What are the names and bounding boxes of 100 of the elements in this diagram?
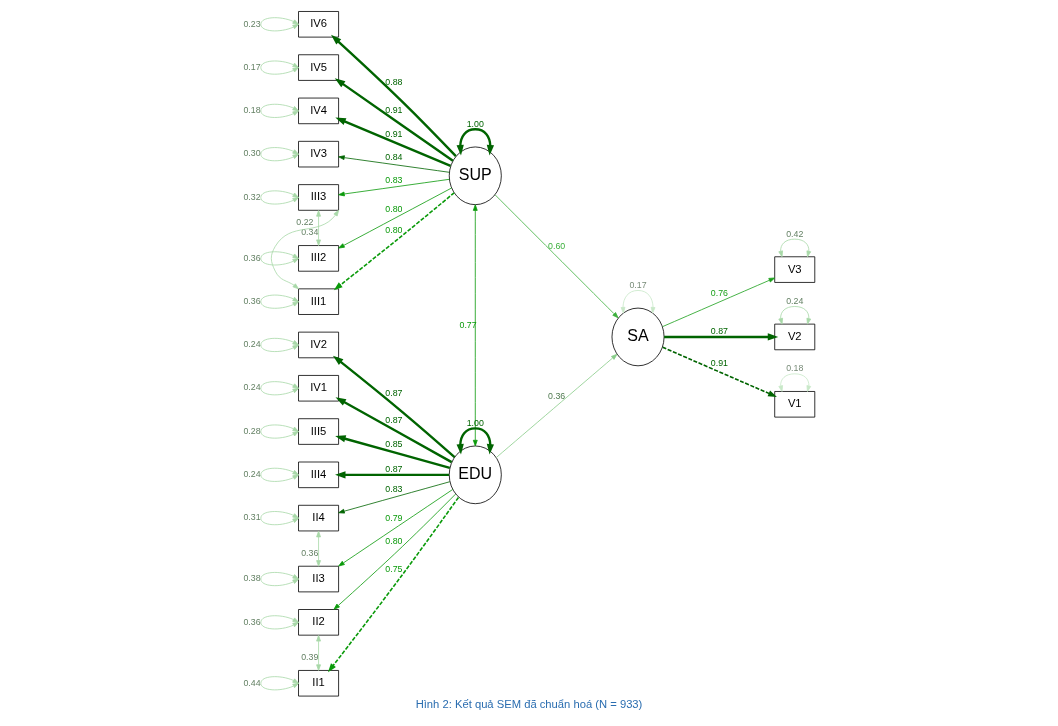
edge-label: 0.18 xyxy=(243,105,261,116)
edge-label: 0.83 xyxy=(385,484,403,495)
node-box: V3 xyxy=(774,256,816,283)
edge-label: 0.75 xyxy=(385,563,403,574)
arrow xyxy=(331,34,457,157)
edge-label: 0.80 xyxy=(385,203,403,214)
arrow xyxy=(620,290,656,314)
edge-label: 0.36 xyxy=(548,390,566,401)
arrow xyxy=(338,481,451,514)
arrow xyxy=(494,194,619,319)
edge-label: 0.77 xyxy=(459,319,477,330)
node-box: II4 xyxy=(298,504,339,532)
arrow xyxy=(332,355,456,458)
node-box: III4 xyxy=(298,461,339,489)
arrow xyxy=(778,373,812,392)
edge-label: 0.36 xyxy=(243,616,261,627)
edge-label: 0.44 xyxy=(243,677,261,688)
edge-label: 0.76 xyxy=(710,287,728,298)
arrow xyxy=(335,117,452,167)
arrow xyxy=(335,435,451,470)
arrow xyxy=(335,397,453,464)
arrow xyxy=(334,78,454,162)
edge-label: 0.79 xyxy=(385,513,403,524)
edge-label: 0.36 xyxy=(301,548,319,559)
edge-label: 0.24 xyxy=(243,339,261,350)
edge-label: 0.34 xyxy=(301,227,319,238)
arrow xyxy=(335,471,449,479)
edge-label: 0.39 xyxy=(301,652,319,663)
edge-label: 0.38 xyxy=(243,573,261,584)
arrow xyxy=(338,187,453,249)
edge-label: 0.24 xyxy=(243,382,261,393)
edge-label: 0.36 xyxy=(243,295,261,306)
node-box: II2 xyxy=(298,609,339,636)
edge-label: 0.83 xyxy=(385,174,403,185)
node-box: IV6 xyxy=(298,11,339,38)
edge-label: 0.80 xyxy=(385,535,403,546)
node-box: II3 xyxy=(298,565,339,593)
arrow xyxy=(260,424,299,439)
edge-label: 0.36 xyxy=(243,252,261,263)
edge-label: 0.24 xyxy=(243,469,261,480)
edge-label: 0.80 xyxy=(385,224,403,235)
arrow xyxy=(260,17,299,32)
edge-label: 0.17 xyxy=(243,61,261,72)
edge-label: 0.60 xyxy=(548,240,566,251)
arrow xyxy=(260,147,299,162)
arrow xyxy=(496,353,618,458)
arrow xyxy=(260,294,299,309)
arrow xyxy=(270,209,339,290)
arrow xyxy=(316,530,321,567)
arrow xyxy=(778,238,812,258)
edge-label: 0.24 xyxy=(786,295,804,306)
arrow xyxy=(661,346,777,397)
arrow xyxy=(260,511,299,526)
edge-label: 0.84 xyxy=(385,152,403,163)
edge-label: 0.91 xyxy=(385,105,403,116)
edge-label: 0.30 xyxy=(243,148,261,159)
arrow xyxy=(260,381,299,396)
arrow xyxy=(260,615,299,630)
arrow xyxy=(338,178,450,197)
arrow xyxy=(260,251,299,266)
edge-label: 0.18 xyxy=(786,363,804,374)
edge-label: 0.17 xyxy=(629,279,647,290)
arrow xyxy=(338,489,454,567)
arrow xyxy=(338,155,450,173)
node-box: III2 xyxy=(298,245,339,272)
node-box: V1 xyxy=(774,391,816,418)
edge-label: 0.87 xyxy=(385,388,403,399)
arrow xyxy=(333,493,456,610)
arrow xyxy=(456,427,495,455)
arrow xyxy=(472,204,478,447)
node-box: V2 xyxy=(774,323,816,351)
arrow xyxy=(260,190,299,205)
caption: Hình 2: Kết quả SEM đã chuẩn hoá (N = 933) xyxy=(415,698,643,711)
arrow xyxy=(316,210,321,246)
edge-label: 0.88 xyxy=(385,77,403,88)
arrow xyxy=(260,572,299,587)
node-box: IV2 xyxy=(298,331,339,359)
node-box: IV4 xyxy=(298,97,339,125)
arrow xyxy=(662,277,776,327)
edge-label: 0.23 xyxy=(243,18,261,29)
edge-label: 0.42 xyxy=(786,228,804,239)
arrow xyxy=(456,128,495,156)
arrow xyxy=(328,496,460,673)
edge-label: 0.87 xyxy=(385,415,403,426)
arrow xyxy=(260,467,299,482)
node-box: IV3 xyxy=(298,140,339,168)
node-box: II1 xyxy=(298,670,339,697)
node-box: IV1 xyxy=(298,375,339,402)
edge-label: 0.91 xyxy=(710,357,728,368)
node-box: III5 xyxy=(298,418,339,445)
arrow xyxy=(260,337,299,352)
arrow xyxy=(260,60,299,75)
edge-label: 0.87 xyxy=(710,326,728,337)
edge-label: 0.22 xyxy=(296,217,314,228)
arrow xyxy=(778,306,812,325)
arrow xyxy=(333,192,455,291)
edge-label: 0.31 xyxy=(243,512,261,523)
edge-label: 0.91 xyxy=(385,129,403,140)
edge-label: 1.00 xyxy=(466,118,484,129)
edge-label: 0.85 xyxy=(385,439,403,450)
